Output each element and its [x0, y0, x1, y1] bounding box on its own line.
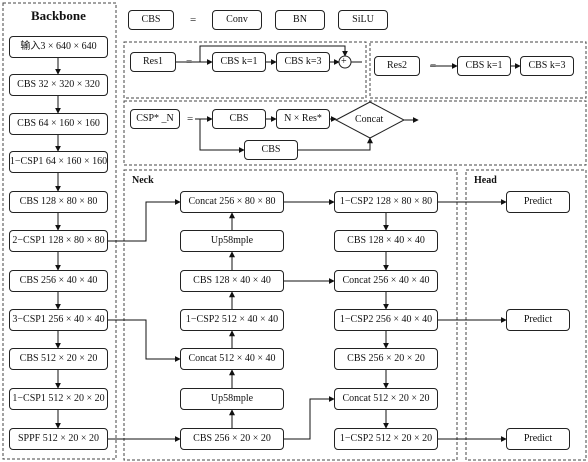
neck-col1-block: Up58mple — [180, 230, 284, 252]
backbone-block: 1−CSP1 512 × 20 × 20 — [9, 388, 108, 410]
csp-cbs-top: CBS — [212, 109, 266, 129]
backbone-block: 3−CSP1 256 × 40 × 40 — [9, 309, 108, 331]
cross-link — [284, 396, 335, 440]
legend-conv-block: Conv — [212, 10, 262, 30]
res1-cbs-k3: CBS k=3 — [276, 52, 330, 72]
backbone-block: 2−CSP1 128 × 80 × 80 — [9, 230, 108, 252]
skip-2csp1 — [108, 199, 181, 242]
csp-branch — [199, 119, 245, 153]
neck-title: Neck — [132, 175, 154, 186]
predict-block: Predict — [506, 428, 570, 450]
neck-col1-block: Concat 256 × 80 × 80 — [180, 191, 284, 213]
res2-panel — [369, 41, 587, 99]
backbone-block: CBS 64 × 160 × 160 — [9, 113, 108, 135]
head-panel — [465, 169, 587, 461]
legend-res1-name: Res1 — [130, 52, 176, 72]
neck-col1-block: CBS 256 × 20 × 20 — [180, 428, 284, 450]
csp-n-res: N × Res* — [276, 109, 330, 129]
legend-csp-equals: = — [187, 113, 194, 125]
res1-panel — [123, 41, 367, 99]
csp-cbs-bottom: CBS — [244, 140, 298, 160]
neck-col2-block: CBS 128 × 40 × 40 — [334, 230, 438, 252]
res2-cbs-k1: CBS k=1 — [457, 56, 511, 76]
legend-res2-name: Res2 — [374, 56, 420, 76]
neck-col2-block: Concat 256 × 40 × 40 — [334, 270, 438, 292]
neck-col1-block: CBS 128 × 40 × 40 — [180, 270, 284, 292]
neck-col2-block: 1−CSP2 512 × 20 × 20 — [334, 428, 438, 450]
head-title: Head — [474, 175, 497, 186]
legend-cbs-equals: = — [190, 14, 197, 26]
predict-block: Predict — [506, 191, 570, 213]
legend-csp-name: CSP* _N — [130, 109, 180, 129]
csp-concat-diamond — [334, 101, 406, 139]
neck-col1-block: 1−CSP2 512 × 40 × 40 — [180, 309, 284, 331]
neck-col2-block: 1−CSP2 128 × 80 × 80 — [334, 191, 438, 213]
legend-silu-block: SiLU — [338, 10, 388, 30]
backbone-block: SPPF 512 × 20 × 20 — [9, 428, 108, 450]
predict-block: Predict — [506, 309, 570, 331]
res2-cbs-k3: CBS k=3 — [520, 56, 574, 76]
backbone-block: CBS 128 × 80 × 80 — [9, 191, 108, 213]
neck-col1-block: Concat 512 × 40 × 40 — [180, 348, 284, 370]
skip-3csp1 — [108, 319, 181, 362]
neck-panel — [123, 169, 458, 461]
csp-concat-label: Concat — [355, 114, 384, 125]
res1-add-symbol: + — [341, 56, 347, 67]
neck-col2-block: 1−CSP2 256 × 40 × 40 — [334, 309, 438, 331]
neck-col2-block: CBS 256 × 20 × 20 — [334, 348, 438, 370]
legend-res1-equals: = — [186, 56, 193, 68]
res1-add-node — [338, 55, 352, 69]
neck-col2-block: Concat 512 × 20 × 20 — [334, 388, 438, 410]
backbone-block: CBS 32 × 320 × 320 — [9, 74, 108, 96]
res1-cbs-k1: CBS k=1 — [212, 52, 266, 72]
backbone-block: CBS 512 × 20 × 20 — [9, 348, 108, 370]
backbone-block: 输入3 × 640 × 640 — [9, 36, 108, 58]
backbone-panel — [2, 2, 117, 460]
backbone-block: CBS 256 × 40 × 40 — [9, 270, 108, 292]
csp-branch — [298, 137, 373, 151]
backbone-title: Backbone — [31, 8, 86, 23]
csp-panel — [123, 100, 587, 166]
legend-res2-equals: = — [430, 60, 437, 72]
res1-skip — [199, 45, 348, 62]
legend-cbs-name: CBS — [128, 10, 174, 30]
backbone-block: 1−CSP1 64 × 160 × 160 — [9, 151, 108, 173]
neck-col1-block: Up58mple — [180, 388, 284, 410]
legend-bn-block: BN — [275, 10, 325, 30]
